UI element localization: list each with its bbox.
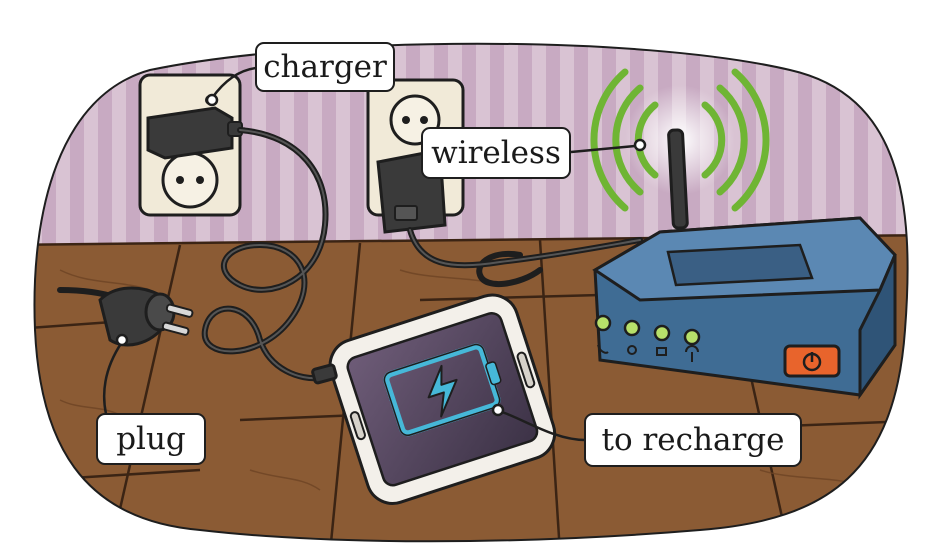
battery-charging-icon xyxy=(383,343,502,437)
charger-leader xyxy=(210,66,257,99)
wireless-leader xyxy=(570,144,636,154)
power-plug-icon xyxy=(98,286,194,347)
charger-label: charger xyxy=(255,42,395,92)
wifi-waves-icon xyxy=(590,68,770,212)
power-button-icon xyxy=(783,344,841,378)
plug-leader xyxy=(102,341,124,415)
recharge-label: to recharge xyxy=(584,413,802,467)
router-icon xyxy=(592,128,897,400)
recharge-leader xyxy=(501,410,586,442)
wireless-label: wireless xyxy=(421,127,571,179)
plug-label: plug xyxy=(96,413,206,465)
